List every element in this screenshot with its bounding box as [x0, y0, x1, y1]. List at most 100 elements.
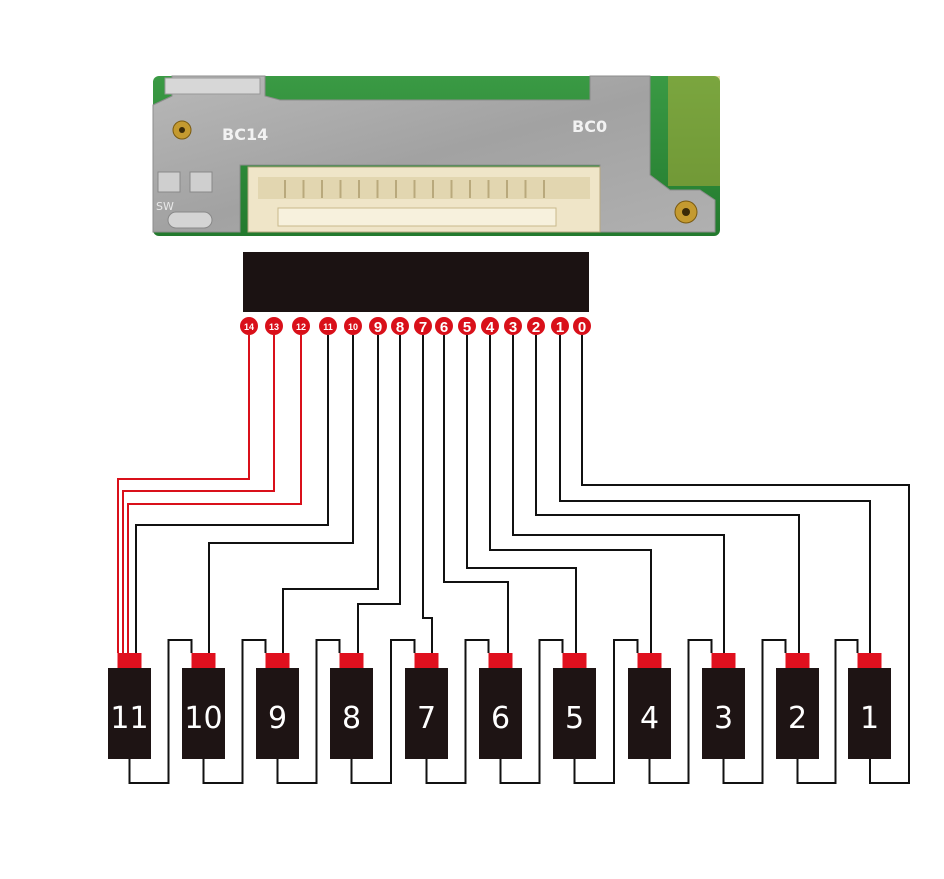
- pin-label: 10: [348, 322, 358, 332]
- cell-label: 9: [268, 701, 287, 736]
- pin-circle: [240, 317, 258, 335]
- wire-pin-8: [357, 335, 401, 653]
- pin-circle: [369, 317, 387, 335]
- series-link-10: [796, 639, 859, 784]
- cell-label: 6: [491, 701, 510, 736]
- cell-7: 7: [405, 653, 448, 759]
- pin-circle: [527, 317, 545, 335]
- cell-body: [776, 668, 819, 759]
- series-link-5: [425, 639, 490, 784]
- pin-label: 7: [419, 319, 427, 336]
- pin-label: 14: [244, 322, 254, 332]
- pin-8: 8: [391, 317, 409, 336]
- cell-8: 8: [330, 653, 373, 759]
- cell-body: [108, 668, 151, 759]
- cell-positive-terminal: [711, 653, 736, 668]
- series-link-9: [722, 639, 787, 784]
- pin-label: 2: [532, 319, 540, 336]
- cell-positive-terminal: [562, 653, 587, 668]
- cell-positive-terminal: [265, 653, 290, 668]
- cell-body: [405, 668, 448, 759]
- pin-circle: [551, 317, 569, 335]
- pin-label: 4: [486, 319, 495, 336]
- cell-11: 11: [108, 653, 151, 759]
- pin-7: 7: [414, 317, 432, 336]
- switch-slot: [167, 211, 213, 229]
- cell-body: [479, 668, 522, 759]
- cell-body: [330, 668, 373, 759]
- wire-pin-7: [422, 335, 433, 653]
- cell-body: [182, 668, 225, 759]
- pin-label: 6: [440, 319, 448, 336]
- cell-2: 2: [776, 653, 819, 759]
- series-link-7: [573, 639, 639, 784]
- wire-pin-13: [122, 335, 275, 653]
- pin-label: 11: [323, 322, 333, 332]
- mount-hole-left-center: [179, 127, 185, 133]
- wire-pin-6: [443, 335, 509, 653]
- pin-circle: [414, 317, 432, 335]
- pin-11: 11: [319, 317, 337, 335]
- cell-9: 9: [256, 653, 299, 759]
- pin-circle: [319, 317, 337, 335]
- cell-label: 4: [640, 701, 659, 736]
- pin-label: 1: [556, 319, 564, 336]
- wire-pin-4: [489, 335, 652, 653]
- pin-0: 0: [573, 317, 591, 336]
- cell-4: 4: [628, 653, 671, 759]
- pin-circle: [344, 317, 362, 335]
- cell-label: 3: [714, 701, 733, 736]
- pin-circle: [265, 317, 283, 335]
- balance-connector-top: [258, 177, 590, 199]
- switch-label: SW: [156, 200, 174, 213]
- balance-connector-pins: [277, 207, 557, 227]
- pin-label: 5: [463, 319, 471, 336]
- wire-pin-10: [208, 335, 354, 653]
- cell-label: 1: [860, 701, 879, 736]
- cell-10: 10: [182, 653, 225, 759]
- wire-pin-0: [581, 335, 910, 784]
- board-label-right: BC0: [572, 117, 607, 136]
- pin-5: 5: [458, 317, 476, 336]
- pin-13: 13: [265, 317, 283, 335]
- cell-1: 1: [848, 653, 891, 759]
- switch-pad-1: [157, 171, 181, 193]
- pcb-yellow-area: [668, 76, 720, 186]
- series-link-4: [350, 639, 416, 784]
- cell-body: [702, 668, 745, 759]
- pin-circle: [292, 317, 310, 335]
- cell-positive-terminal: [414, 653, 439, 668]
- bms-board: BC14 BC0 SW: [152, 75, 720, 236]
- wire-pin-1: [559, 335, 871, 653]
- pin-circle: [573, 317, 591, 335]
- series-link-8: [648, 639, 713, 784]
- cell-label: 2: [788, 701, 807, 736]
- cell-3: 3: [702, 653, 745, 759]
- pin-12: 12: [292, 317, 310, 335]
- cell-positive-terminal: [637, 653, 662, 668]
- series-link-1: [128, 639, 193, 784]
- wire-pin-12: [127, 335, 302, 653]
- cell-positive-terminal: [857, 653, 882, 668]
- metal-shield: [152, 75, 716, 233]
- cell-positive-terminal: [117, 653, 142, 668]
- pin-circle: [481, 317, 499, 335]
- wire-pin-2: [535, 335, 800, 653]
- pin-label: 13: [269, 322, 279, 332]
- cell-6: 6: [479, 653, 522, 759]
- wire-pin-14: [117, 335, 250, 653]
- series-link-2: [202, 639, 267, 784]
- pin-10: 10: [344, 317, 362, 335]
- pin-circle: [435, 317, 453, 335]
- cell-label: 5: [565, 701, 584, 736]
- pin-14: 14: [240, 317, 258, 335]
- pin-label: 12: [296, 322, 306, 332]
- pin-2: 2: [527, 317, 545, 336]
- cell-body: [628, 668, 671, 759]
- cell-positive-terminal: [785, 653, 810, 668]
- wire-pin-5: [466, 335, 577, 653]
- cell-positive-terminal: [339, 653, 364, 668]
- pin-label: 9: [374, 319, 382, 336]
